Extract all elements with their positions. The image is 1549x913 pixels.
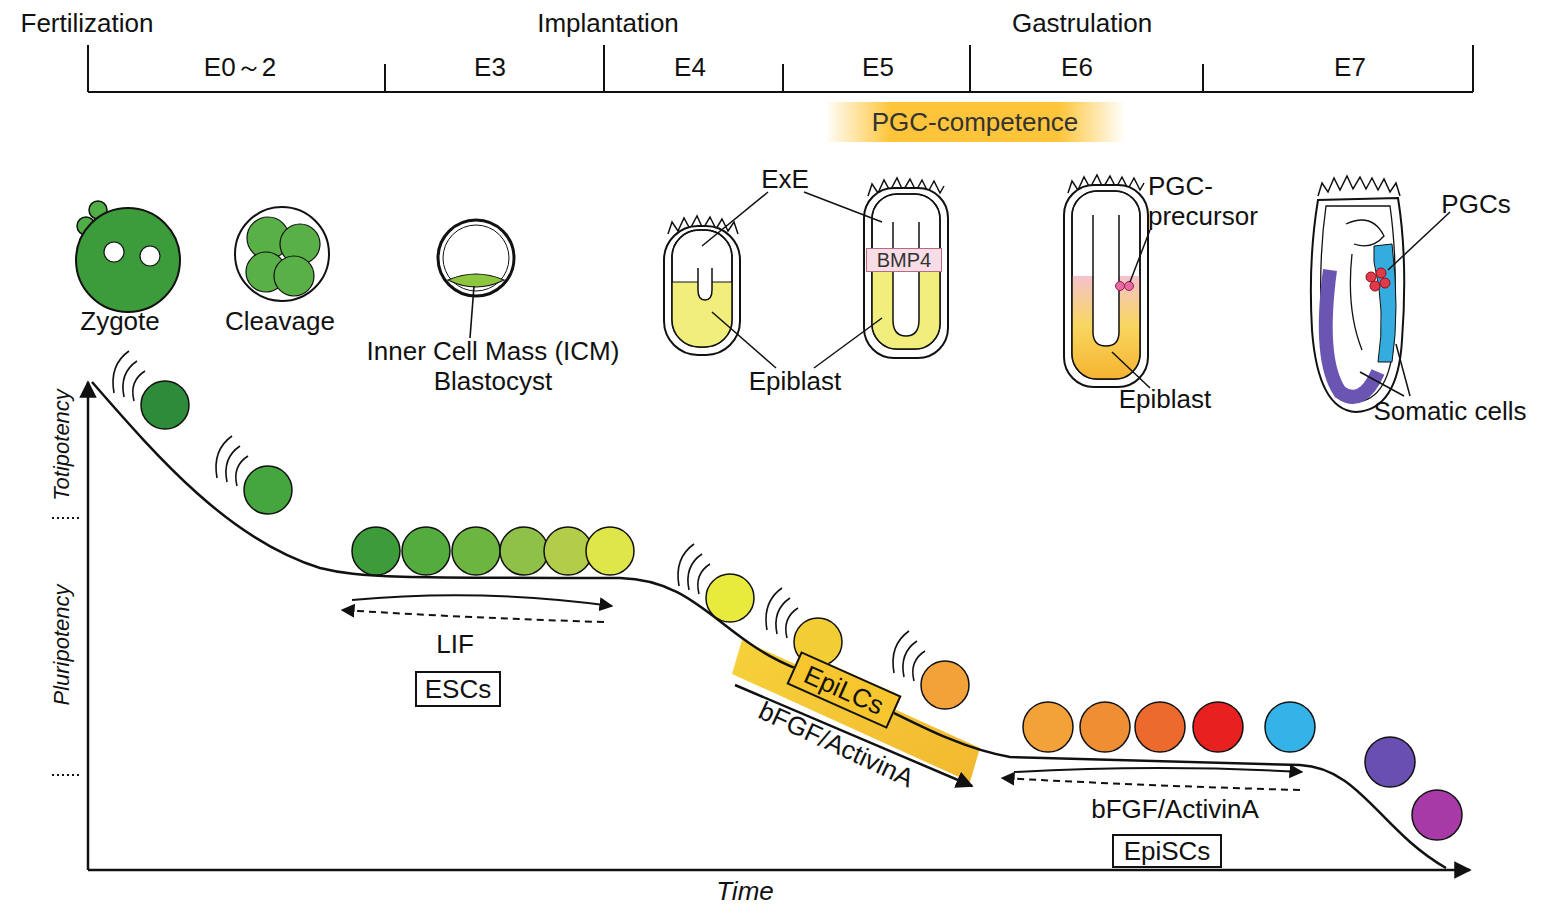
potency-axes — [52, 382, 1470, 870]
axis-label: Time — [716, 877, 774, 907]
stage-name: Zygote — [80, 307, 160, 337]
axis-label: Totipotency — [49, 389, 74, 501]
cell-line-box: ESCs — [415, 671, 501, 707]
node-text: PGC-competence — [872, 107, 1079, 138]
structure-label: Epiblast — [1119, 385, 1212, 415]
zygote-drawing — [76, 201, 180, 312]
embryo-e7 — [1311, 176, 1450, 412]
embryo-e6 — [1060, 175, 1150, 387]
culture-arrows — [342, 595, 1302, 790]
stage-name: Cleavage — [225, 307, 335, 337]
embryo-e5 — [860, 178, 950, 362]
timeline-event: Fertilization — [21, 9, 154, 39]
timeline-event: Gastrulation — [1012, 9, 1152, 39]
stage-day: E7 — [1334, 53, 1366, 83]
node-text: EpiSCs — [1124, 836, 1211, 867]
timeline-axis — [88, 45, 1473, 92]
competence-band: PGC-competence — [825, 102, 1125, 142]
structure-label: PGCs — [1441, 190, 1510, 220]
structure-label: ExE — [761, 165, 809, 195]
cleavage-drawing — [235, 207, 329, 301]
structure-label: PGC- precursor — [1148, 172, 1288, 232]
timeline-event: Implantation — [537, 9, 679, 39]
embryo-e4 — [660, 216, 750, 362]
stage-day: E0～2 — [204, 53, 276, 83]
motion-marks — [113, 351, 925, 681]
stage-day: E3 — [474, 53, 506, 83]
node-text: BMP4 — [877, 249, 931, 272]
cell-line-box: EpiSCs — [1112, 834, 1222, 868]
leader-lines — [702, 192, 1150, 388]
culture-factor: LIF — [436, 630, 474, 660]
epigenetic-landscape — [92, 382, 1446, 868]
blastocyst-drawing — [438, 220, 514, 338]
stage-day: E6 — [1061, 53, 1093, 83]
cell-balls — [141, 381, 1462, 840]
structure-label: Inner Cell Mass (ICM) Blastocyst — [338, 337, 648, 397]
structure-label: Somatic cells — [1373, 397, 1526, 427]
axis-label: Pluripotency — [49, 584, 74, 705]
structure-label: Epiblast — [749, 367, 842, 397]
signal-box: BMP4 — [866, 248, 942, 272]
stage-day: E4 — [674, 53, 706, 83]
culture-factor: bFGF/ActivinA — [1091, 795, 1259, 825]
stage-day: E5 — [862, 53, 894, 83]
node-text: ESCs — [425, 674, 491, 705]
